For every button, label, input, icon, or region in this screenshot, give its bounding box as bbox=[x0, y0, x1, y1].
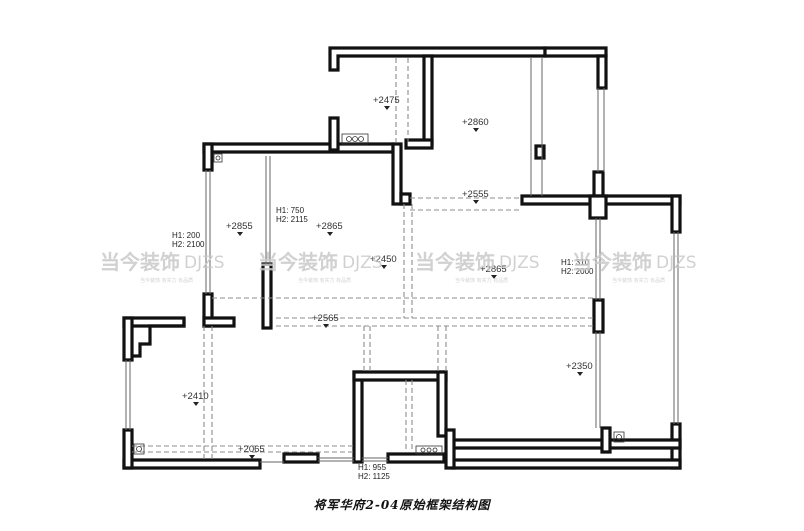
level-label-hall-mid: +2450 bbox=[370, 254, 397, 269]
note-center-window-h1: H1: 750 bbox=[276, 206, 305, 215]
level-marker-icon bbox=[327, 232, 333, 236]
level-label-balcony-top: +2860 bbox=[462, 117, 489, 132]
note-center-window-h2: H2: 2115 bbox=[276, 215, 308, 224]
wall-right-upper bbox=[596, 54, 608, 90]
level-label-corridor-top: +2555 bbox=[462, 189, 489, 204]
level-marker-icon bbox=[491, 275, 497, 279]
note-bottom-window-h2: H2: 1125 bbox=[358, 472, 390, 481]
note-left-window-h2: H2: 2100 bbox=[172, 240, 205, 249]
height-notes: H1: 200 H2: 2100 H1: 750 H2: 2115 H1: 31… bbox=[172, 206, 594, 481]
wall-bath-top bbox=[352, 370, 448, 382]
watermarks: 当今装饰 DJZS 当今装饰 有实力 有品质 当今装饰 DJZS 当今装饰 有实… bbox=[100, 250, 697, 284]
svg-text:当今装饰 有实力 有品质: 当今装饰 有实力 有品质 bbox=[140, 277, 193, 284]
wall-right-outer bbox=[670, 194, 682, 234]
level-marker-icon bbox=[249, 455, 255, 459]
level-marker-icon bbox=[323, 324, 329, 328]
svg-text:当今装饰: 当今装饰 bbox=[415, 250, 495, 274]
wall-bath-right bbox=[436, 370, 448, 438]
wall-right-room-left bbox=[444, 428, 456, 470]
level-marker-icon bbox=[237, 232, 243, 236]
level-marker-icon bbox=[473, 200, 479, 204]
level-labels: +2475 +2860 +2855 +2865 +2555 +2450 +2865 +2565… bbox=[182, 95, 593, 459]
drain-icon-3 bbox=[613, 431, 625, 443]
wall-bottom-span bbox=[450, 458, 682, 470]
level-text: +2410 bbox=[182, 391, 209, 402]
wall-bath-left bbox=[352, 370, 364, 464]
svg-text:当今装饰: 当今装饰 bbox=[572, 250, 652, 274]
wall-left-upper bbox=[202, 142, 214, 172]
level-marker-icon bbox=[384, 106, 390, 110]
wall-right-partition bbox=[592, 298, 605, 334]
wall-center-foot bbox=[399, 192, 412, 206]
wall-balcony-col bbox=[534, 144, 546, 160]
wall-kitchen-left bbox=[328, 116, 340, 152]
level-text: +2475 bbox=[373, 95, 400, 106]
wall-bottom-right-2 bbox=[600, 426, 612, 454]
wall-bottom-mid-span bbox=[282, 452, 320, 464]
level-text: +2065 bbox=[238, 444, 265, 455]
level-text: +2555 bbox=[462, 189, 489, 200]
plan-title: 将军华府2-04原始框架结构图 bbox=[313, 498, 491, 512]
windows bbox=[125, 58, 679, 463]
svg-text:当今装饰 有实力 有品质: 当今装饰 有实力 有品质 bbox=[298, 277, 351, 284]
wall-kitchen-right bbox=[422, 54, 434, 146]
level-label-center-room: +2865 bbox=[316, 221, 343, 236]
wall-bottom-door bbox=[386, 452, 446, 464]
level-text: +2860 bbox=[462, 117, 489, 128]
fixtures bbox=[133, 133, 625, 455]
outer-walls bbox=[122, 46, 682, 470]
svg-text:DJZS: DJZS bbox=[342, 253, 383, 273]
level-text: +2565 bbox=[312, 313, 339, 324]
wall-left-edge-low bbox=[122, 428, 134, 470]
drain-icon bbox=[213, 153, 223, 163]
wall-center-partition bbox=[261, 262, 273, 330]
wall-left-notch bbox=[132, 318, 186, 358]
wall-bottom-left-span bbox=[122, 458, 262, 470]
basin-icon bbox=[415, 445, 443, 455]
wall-left-stub bbox=[202, 316, 236, 328]
wall-top-kitchen bbox=[328, 46, 547, 72]
note-right-window-h2: H2: 2000 bbox=[561, 267, 594, 276]
watermark-2: 当今装饰 DJZS 当今装饰 有实力 有品质 bbox=[258, 250, 383, 284]
svg-text:当今装饰 有实力 有品质: 当今装饰 有实力 有品质 bbox=[455, 277, 508, 284]
level-label-left-room: +2855 bbox=[226, 221, 253, 236]
wall-bottom-right bbox=[450, 438, 682, 450]
level-label-right-room: +2350 bbox=[566, 361, 593, 376]
level-label-kitchen: +2475 bbox=[373, 95, 400, 110]
level-text: +2865 bbox=[480, 264, 507, 275]
wall-left-top bbox=[202, 142, 395, 154]
watermark-3: 当今装饰 DJZS 当今装饰 有实力 有品质 bbox=[415, 250, 540, 284]
svg-text:DJZS: DJZS bbox=[499, 253, 540, 273]
level-label-corridor-low: +2565 bbox=[312, 313, 339, 328]
drain-icon-2 bbox=[133, 443, 145, 455]
level-text: +2865 bbox=[316, 221, 343, 232]
level-marker-icon bbox=[381, 265, 387, 269]
svg-text:当今装饰 有实力 有品质: 当今装饰 有实力 有品质 bbox=[612, 277, 665, 284]
beam-lines bbox=[132, 58, 596, 460]
note-bottom-window-h1: H1: 955 bbox=[358, 463, 387, 472]
wall-kitchen-bottom bbox=[404, 138, 434, 150]
level-text: +2350 bbox=[566, 361, 593, 372]
wall-right-partition-top bbox=[588, 194, 608, 220]
level-marker-icon bbox=[577, 372, 583, 376]
svg-text:当今装饰: 当今装饰 bbox=[100, 250, 180, 274]
svg-text:当今装饰: 当今装饰 bbox=[258, 250, 338, 274]
svg-text:DJZS: DJZS bbox=[184, 253, 225, 273]
level-text: +2450 bbox=[370, 254, 397, 265]
svg-text:DJZS: DJZS bbox=[656, 253, 697, 273]
level-label-living: +2865 bbox=[480, 264, 507, 279]
level-marker-icon bbox=[473, 128, 479, 132]
note-left-window-h1: H1: 200 bbox=[172, 231, 201, 240]
watermark-1: 当今装饰 DJZS 当今装饰 有实力 有品质 bbox=[100, 250, 225, 284]
watermark-4: 当今装饰 DJZS 当今装饰 有实力 有品质 bbox=[572, 250, 697, 284]
level-label-bottom-left: +2410 bbox=[182, 391, 209, 406]
stove-icon bbox=[341, 133, 369, 145]
wall-left-edge bbox=[122, 316, 134, 362]
level-marker-icon bbox=[193, 402, 199, 406]
note-right-window-h1: H1: 310 bbox=[561, 258, 590, 267]
level-text: +2855 bbox=[226, 221, 253, 232]
level-label-bottom-corridor: +2065 bbox=[238, 444, 265, 459]
